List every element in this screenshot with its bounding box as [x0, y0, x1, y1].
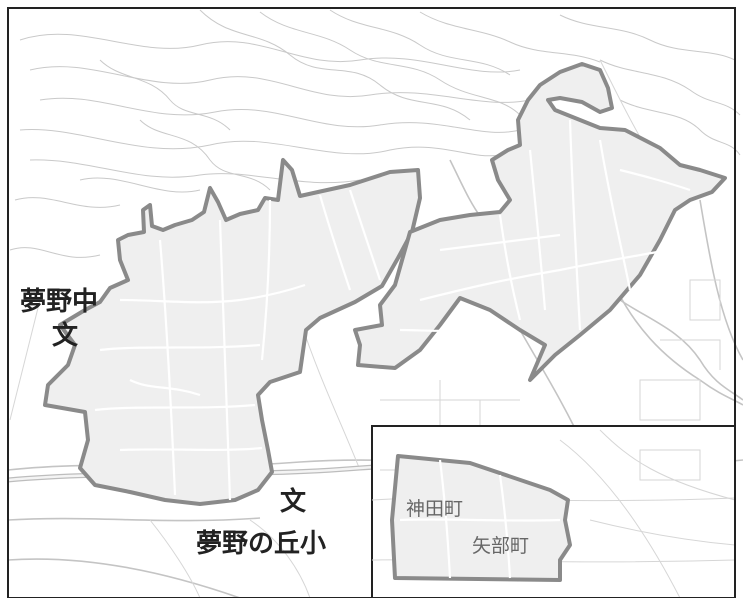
primary-school-name: 夢野の丘小: [196, 529, 326, 559]
inset-area-label-2: 矢部町: [472, 535, 529, 557]
inset-map: 神田町 矢部町: [371, 425, 736, 598]
inset-area-label-1: 神田町: [406, 498, 463, 520]
middle-school-marker: 夢野中 文: [20, 287, 98, 351]
middle-school-name: 夢野中: [20, 287, 98, 317]
school-symbol-primary: 文: [280, 486, 307, 517]
primary-school-marker: 文 夢野の丘小: [196, 486, 326, 559]
school-district-east: [353, 62, 727, 382]
school-district-west: [43, 158, 422, 506]
school-symbol-middle: 文: [52, 320, 79, 351]
inset-district: [390, 454, 572, 582]
contour-lines: [9, 9, 741, 258]
map-border: [7, 7, 736, 598]
